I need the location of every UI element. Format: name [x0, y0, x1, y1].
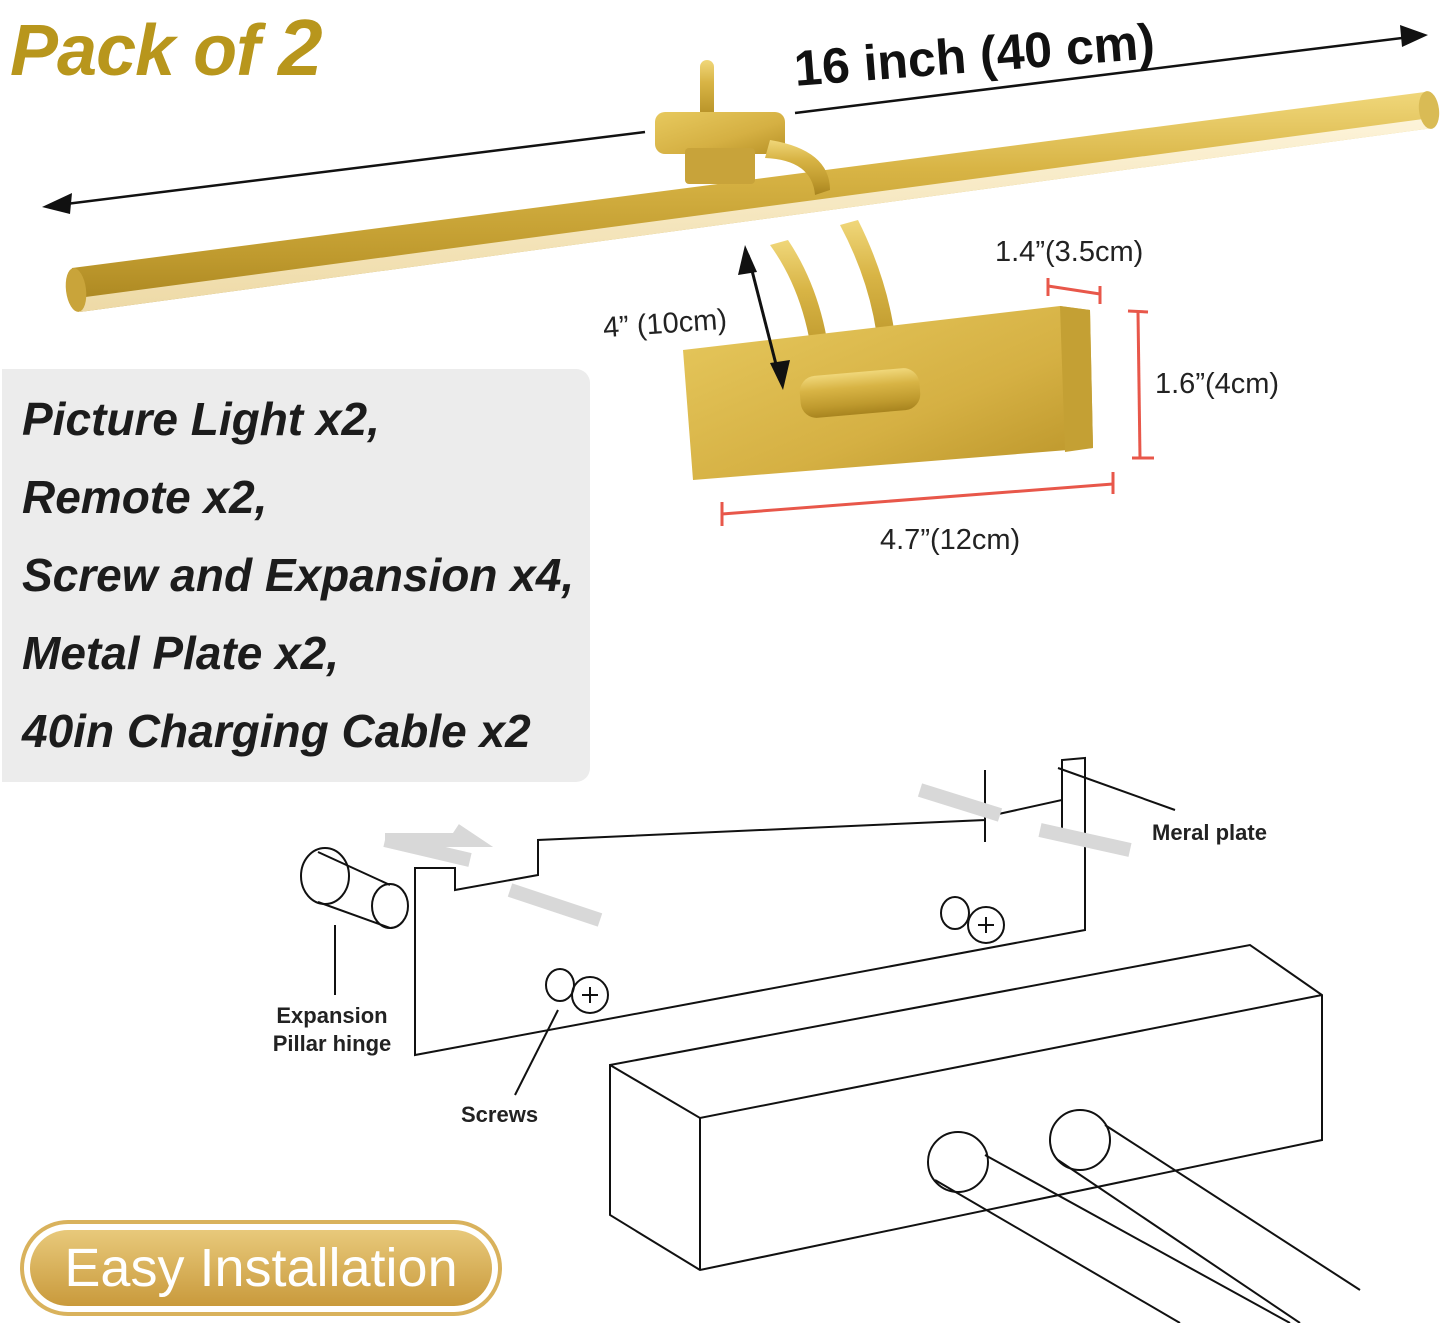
base-height-dimension: 1.6”(4cm)	[1155, 368, 1280, 400]
pack-count: 2	[278, 3, 322, 92]
package-contents-panel: Picture Light x2, Remote x2, Screw and E…	[2, 369, 590, 782]
package-contents-list: Picture Light x2, Remote x2, Screw and E…	[22, 389, 574, 779]
contents-item: Metal Plate x2,	[22, 627, 340, 679]
screws-label: Screws	[461, 1102, 539, 1127]
length-measure-arrow	[42, 25, 1428, 214]
lamp-bar	[65, 91, 1440, 312]
expansion-label-line1: Expansion	[276, 1003, 388, 1028]
pack-title: Pack of 2	[10, 2, 323, 94]
base-depth-dimension: 1.4”(3.5cm)	[995, 236, 1144, 268]
installation-diagram	[300, 756, 1361, 1323]
lamp-swivel-head	[655, 60, 830, 195]
pack-title-prefix: Pack of	[10, 11, 279, 91]
lamp-base	[683, 306, 1093, 480]
easy-installation-badge: Easy Installation	[20, 1220, 502, 1316]
badge-label: Easy Installation	[64, 1238, 458, 1298]
contents-item: Picture Light x2,	[22, 393, 380, 445]
contents-item: 40in Charging Cable x2	[22, 705, 531, 757]
base-width-dimension: 4.7”(12cm)	[880, 524, 1021, 556]
metal-plate-label: Meral plate	[1152, 820, 1267, 845]
expansion-label: Expansion Pillar hinge	[262, 1003, 402, 1057]
base-measure-lines	[720, 278, 1154, 526]
arm-measure-arrow	[738, 245, 790, 390]
contents-item: Screw and Expansion x4,	[22, 549, 575, 601]
badge-fill: Easy Installation	[30, 1230, 492, 1306]
contents-item: Remote x2,	[22, 471, 268, 523]
expansion-label-line2: Pillar hinge	[272, 1031, 392, 1056]
